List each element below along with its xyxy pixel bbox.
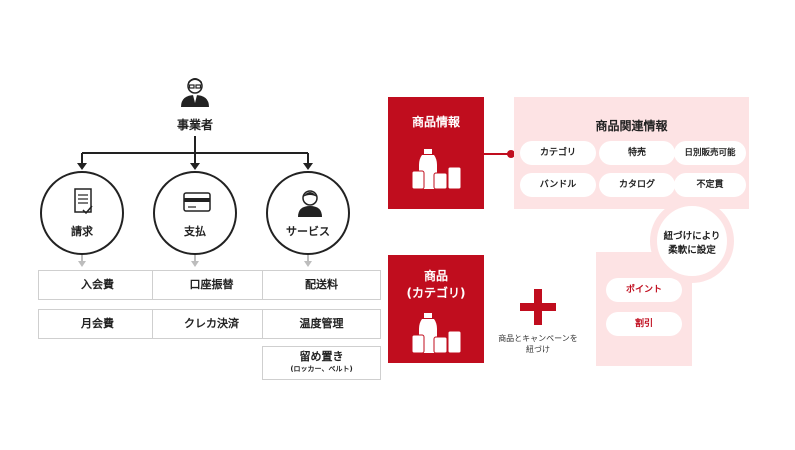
- related-item-daily: 日別販売可能: [674, 141, 746, 165]
- category-circle-service: サービス: [266, 171, 350, 255]
- category-circle-billing: 請求: [40, 171, 124, 255]
- bubble-text-line2: 柔軟に設定: [668, 245, 716, 256]
- bubble-text-line1: 紐づけにより: [663, 231, 721, 242]
- item-box-bank-transfer: 口座振替: [152, 270, 271, 300]
- category-label: 請求: [71, 225, 93, 238]
- related-info-title: 商品関連情報: [595, 119, 668, 133]
- arrowhead-center: [190, 163, 200, 170]
- product-info-label: 商品情報: [411, 115, 460, 129]
- campaign-item-discount: 割引: [606, 312, 682, 336]
- related-item-category: カテゴリ: [520, 141, 596, 165]
- credit-card-icon: [182, 187, 212, 217]
- campaign-panel: ポイント 割引: [596, 252, 692, 366]
- linking-bubble: 紐づけにより 柔軟に設定: [650, 199, 734, 283]
- item-note: (ロッカー、ベルト): [290, 365, 353, 373]
- related-item-bundle: バンドル: [520, 173, 596, 197]
- item-box-monthly-fee: 月会費: [38, 309, 157, 339]
- product-info-box: 商品情報: [388, 97, 484, 209]
- item-box-holding: 留め置き (ロッカー、ベルト): [262, 346, 381, 380]
- related-item-sale: 特売: [599, 141, 675, 165]
- business-person-icon: [179, 75, 211, 107]
- item-box-card-payment: クレカ決済: [152, 309, 271, 339]
- related-item-variable: 不定貫: [674, 173, 746, 197]
- product-category-sublabel: (カテゴリ): [406, 286, 466, 300]
- item-label: 留め置き: [299, 350, 344, 363]
- arrowhead-left: [77, 163, 87, 170]
- person-avatar-icon: [295, 187, 325, 217]
- gray-arrow-left: [78, 261, 86, 267]
- item-box-entry-fee: 入会費: [38, 270, 157, 300]
- product-category-box: 商品 (カテゴリ): [388, 255, 484, 363]
- category-circle-payment: 支払: [153, 171, 237, 255]
- product-info-connector: [484, 150, 515, 158]
- root-label: 事業者: [176, 118, 213, 132]
- campaign-item-point: ポイント: [606, 278, 682, 302]
- plus-caption-line2: 紐づけ: [526, 345, 550, 354]
- related-item-catalog: カタログ: [599, 173, 675, 197]
- item-box-shipping-fee: 配送料: [262, 270, 381, 300]
- bottles-icon: [410, 311, 464, 359]
- plus-icon: [520, 289, 556, 325]
- product-category-label: 商品: [423, 269, 448, 283]
- item-box-temperature: 温度管理: [262, 309, 381, 339]
- arrowhead-right: [303, 163, 313, 170]
- gray-arrow-center: [191, 261, 199, 267]
- plus-caption-line1: 商品とキャンペーンを: [498, 334, 578, 343]
- category-label: サービス: [286, 225, 330, 238]
- related-info-panel: 商品関連情報 カテゴリ 特売 日別販売可能 バンドル カタログ 不定貫: [514, 97, 749, 209]
- invoice-document-icon: [69, 187, 99, 217]
- gray-arrow-right: [304, 261, 312, 267]
- bottles-icon: [410, 147, 464, 195]
- category-label: 支払: [184, 225, 206, 238]
